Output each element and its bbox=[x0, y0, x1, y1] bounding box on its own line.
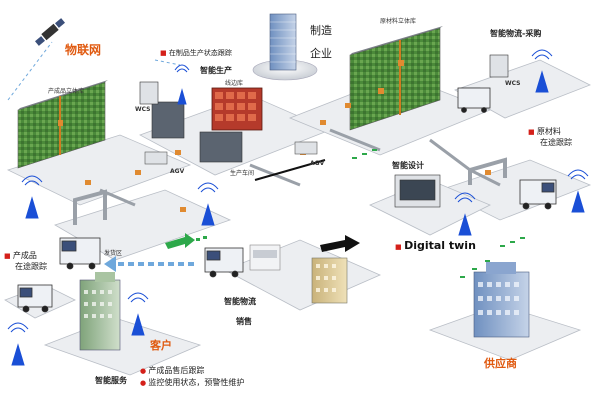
radio-towers bbox=[7, 49, 589, 366]
agv-right-label: AGV bbox=[310, 160, 325, 167]
radio-tower-icon-2 bbox=[21, 175, 43, 219]
smart-logistics-label: 智能物流 bbox=[224, 297, 256, 306]
radio-tower-icon-7 bbox=[127, 292, 149, 336]
smart-service-label: 智能服务 bbox=[95, 376, 127, 385]
radio-tower-icon-5 bbox=[567, 169, 589, 213]
smart-logistics-purchase-label: 智能物流-采购 bbox=[490, 29, 542, 38]
green-arrow bbox=[165, 233, 207, 249]
monitoring-label: 监控使用状态，预警性维护 bbox=[140, 377, 244, 389]
agv-left-label: AGV bbox=[170, 168, 185, 175]
shipping-area-label: 发货区 bbox=[104, 250, 123, 257]
black-arrow bbox=[320, 235, 360, 252]
gates bbox=[73, 157, 507, 225]
radio-tower-icon-6 bbox=[454, 192, 476, 236]
enterprise-label: 企业 bbox=[310, 47, 332, 60]
finished-goods-rack bbox=[17, 80, 108, 169]
radio-tower-icon-4 bbox=[531, 49, 553, 93]
arrows bbox=[104, 149, 525, 278]
building-customer bbox=[79, 272, 121, 351]
customer-label: 客户 bbox=[150, 339, 172, 352]
manufacturing-label: 制造 bbox=[310, 24, 332, 37]
raw-material-transit-label: 原材料 bbox=[528, 126, 561, 138]
machines bbox=[139, 54, 509, 208]
wip-tracking-label: 在制品生产状态跟踪 bbox=[160, 48, 232, 59]
radio-tower-icon-3 bbox=[197, 182, 219, 226]
black-road bbox=[254, 159, 326, 181]
line-side-warehouse bbox=[211, 87, 263, 131]
radio-tower-icon-1 bbox=[174, 64, 190, 105]
truck-left bbox=[17, 284, 53, 313]
raw-material-rack bbox=[349, 26, 443, 131]
raw-warehouse-label: 原材料立体库 bbox=[380, 18, 417, 25]
agvs bbox=[144, 141, 318, 165]
truck-sales bbox=[204, 247, 244, 278]
digital-twin-label: Digital twin bbox=[395, 240, 476, 253]
truck-purchase bbox=[457, 87, 491, 113]
finished-warehouse-label: 产成品立体库 bbox=[48, 88, 85, 95]
line-warehouse-label: 线边库 bbox=[225, 80, 244, 87]
wcs-left-label: WCS bbox=[135, 106, 151, 113]
after-sales-label: 产成品售后跟踪 bbox=[140, 365, 204, 377]
green-dashes bbox=[352, 149, 525, 278]
building-sales bbox=[311, 257, 348, 304]
smart-design-label: 智能设计 bbox=[392, 161, 424, 170]
building-sales-shop bbox=[249, 244, 281, 271]
iot-label: 物联网 bbox=[65, 43, 102, 57]
sales-label: 销售 bbox=[236, 317, 252, 326]
wcs-right-label: WCS bbox=[505, 80, 521, 87]
smart-production-label: 智能生产 bbox=[200, 66, 232, 75]
finished-transit-label-2: 在途跟踪 bbox=[15, 262, 47, 271]
truck-shipping bbox=[59, 237, 101, 270]
satellite-icon bbox=[35, 18, 65, 46]
building-supplier bbox=[473, 262, 530, 338]
radio-tower-icon-8 bbox=[7, 322, 29, 366]
raw-material-transit-label-2: 在途跟踪 bbox=[540, 138, 572, 147]
finished-transit-label: 产成品 bbox=[4, 250, 37, 262]
trucks bbox=[17, 87, 557, 313]
building-hq bbox=[252, 13, 318, 81]
production-workshop-label: 生产车间 bbox=[230, 170, 255, 177]
supplier-label: 供应商 bbox=[484, 357, 517, 370]
wireless-links bbox=[7, 41, 181, 101]
blue-dotted-arrow bbox=[104, 256, 194, 272]
truck-right bbox=[519, 179, 557, 210]
